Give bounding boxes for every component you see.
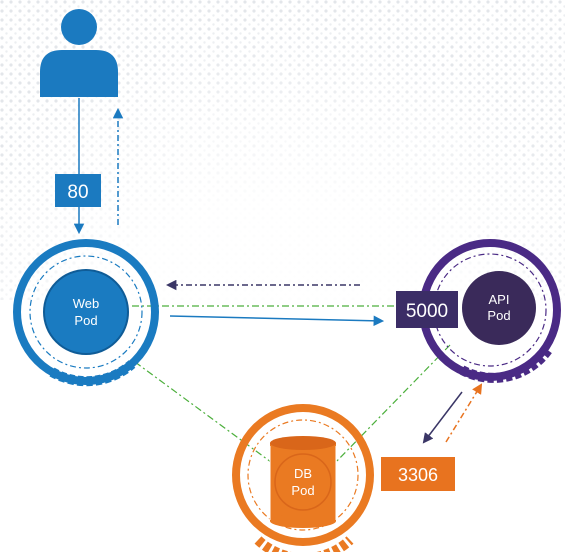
web-pod-label-line1: Web	[73, 296, 100, 311]
port-box-api: 5000	[396, 291, 458, 328]
pod-links	[132, 305, 451, 466]
port-box-db: 3306	[381, 457, 455, 491]
api-pod-label-line2: Pod	[487, 308, 510, 323]
port-box-web: 80	[55, 174, 101, 207]
db-pod-label-line1: DB	[294, 466, 312, 481]
port-db-label: 3306	[398, 465, 438, 485]
port-web-label: 80	[67, 182, 88, 203]
web-pod-label-line2: Pod	[74, 313, 97, 328]
arrow-db-to-api	[445, 383, 483, 443]
arrow-api-to-db	[422, 391, 463, 444]
api-pod-label-line1: API	[489, 292, 510, 307]
user-icon	[40, 9, 118, 97]
db-pod-label-line2: Pod	[291, 483, 314, 498]
arrow-web-to-api	[169, 315, 385, 327]
link-api-db	[332, 344, 451, 466]
web-pod: Web Pod	[13, 239, 159, 387]
port-api-label: 5000	[406, 301, 448, 322]
db-pod: DB Pod	[232, 404, 374, 552]
link-web-db	[134, 361, 276, 466]
